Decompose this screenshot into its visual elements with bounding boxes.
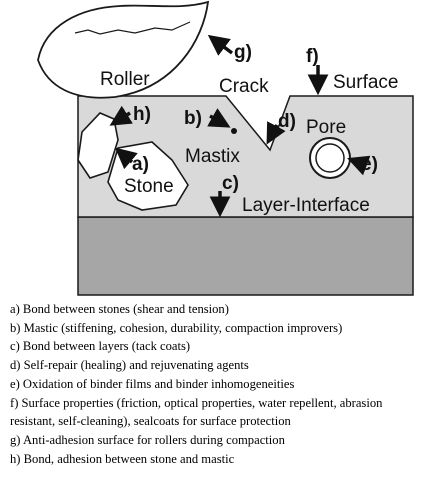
label-layer-interface: Layer-Interface — [242, 195, 370, 216]
arrow-h — [109, 105, 133, 126]
asphalt-diagram: Roller Crack Surface Mastix Pore Stone L… — [37, 0, 414, 296]
arrow-a — [114, 147, 138, 170]
marker-e: e) — [361, 154, 378, 175]
marker-d: d) — [278, 111, 296, 132]
marker-a: a) — [132, 154, 149, 175]
arrow-d — [266, 121, 286, 145]
arrow-e — [347, 155, 371, 176]
legend-item-a: a) Bond between stones (shear and tensio… — [10, 302, 229, 316]
arrow-g — [207, 34, 234, 56]
mastix-dot — [231, 128, 237, 134]
label-pore: Pore — [306, 117, 346, 138]
legend-item-h: h) Bond, adhesion between stone and mast… — [10, 451, 235, 466]
roller-shape — [37, 0, 210, 99]
base-layer — [77, 216, 414, 296]
arrow-b — [207, 108, 231, 128]
label-mastix: Mastix — [185, 146, 240, 167]
legend-item-g: g) Anti-adhesion surface for rollers dur… — [10, 432, 285, 447]
legend-item-f: f) Surface properties (friction, optical… — [10, 395, 383, 429]
legend-item-c: c) Bond between layers (tack coats) — [10, 339, 191, 354]
marker-g: g) — [234, 42, 252, 63]
legend-item-e: e) Oxidation of binder films and binder … — [10, 376, 295, 391]
legend: a) Bond between stones (shear and tensio… — [10, 300, 430, 468]
marker-h: h) — [133, 104, 151, 125]
legend-item-d: d) Self-repair (healing) and rejuvenatin… — [10, 358, 249, 373]
stone-small — [77, 112, 119, 179]
label-roller: Roller — [100, 69, 150, 90]
label-surface: Surface — [333, 72, 398, 93]
roller-edge-line — [74, 21, 191, 35]
marker-b: b) — [184, 108, 202, 129]
marker-f: f) — [306, 46, 319, 67]
label-stone: Stone — [124, 176, 174, 197]
label-crack: Crack — [219, 76, 269, 97]
marker-c: c) — [222, 173, 239, 194]
legend-item-b: b) Mastic (stiffening, cohesion, durabil… — [10, 320, 343, 335]
pore-ring — [315, 143, 345, 173]
